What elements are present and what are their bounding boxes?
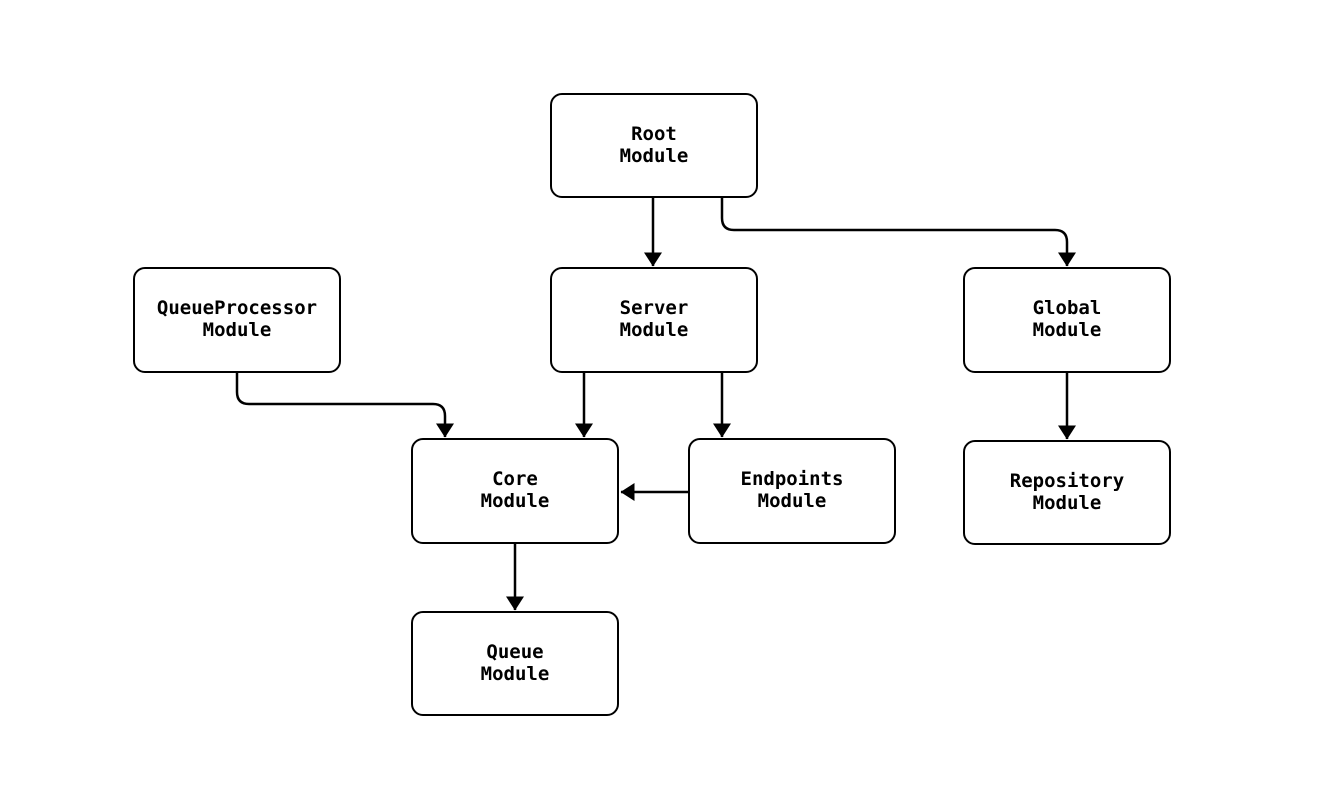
- node-core-module-label: Core Module: [480, 468, 550, 512]
- node-server-module: Server Module: [550, 267, 758, 373]
- node-root-module-label: Root Module: [619, 122, 689, 167]
- node-queueprocessor-module: QueueProcessor Module: [133, 267, 341, 373]
- edge-queueprocessor-module-to-core-module: [235, 372, 454, 438]
- node-queueprocessor-module-label: QueueProcessor Module: [156, 297, 318, 341]
- node-queue-module: Queue Module: [411, 611, 619, 716]
- node-core-module: Core Module: [411, 438, 619, 544]
- node-endpoints-module-label: Endpoints Module: [740, 468, 844, 512]
- node-global-module-label: Global Module: [1032, 297, 1102, 341]
- node-endpoints-module: Endpoints Module: [688, 438, 896, 544]
- node-global-module: Global Module: [963, 267, 1171, 373]
- node-queue-module-label: Queue Module: [480, 640, 550, 685]
- node-repository-module-label: Repository Module: [1009, 469, 1125, 514]
- node-server-module-label: Server Module: [619, 297, 689, 341]
- node-repository-module: Repository Module: [963, 440, 1171, 545]
- node-root-module: Root Module: [550, 93, 758, 198]
- edge-root-module-to-global-module: [720, 197, 1076, 267]
